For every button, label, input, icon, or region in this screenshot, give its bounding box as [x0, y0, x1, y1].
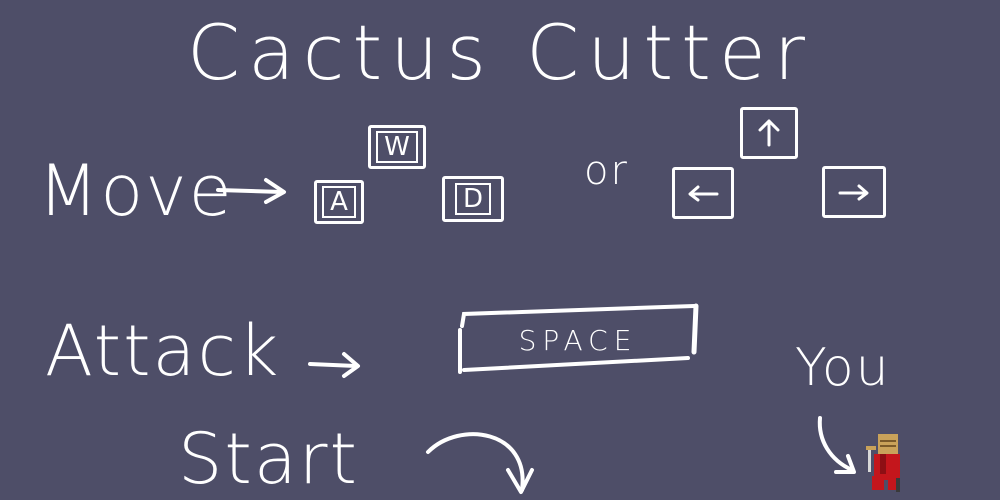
- arrow-left-icon: [688, 185, 719, 202]
- start-label: Start: [178, 418, 360, 500]
- arrow-up-icon: [758, 119, 780, 147]
- key-space[interactable]: SPACE: [518, 323, 638, 357]
- player-character-sprite[interactable]: [862, 432, 906, 494]
- key-d[interactable]: D: [442, 176, 504, 222]
- key-up[interactable]: [740, 107, 798, 159]
- key-left[interactable]: [672, 167, 734, 219]
- key-a[interactable]: A: [314, 180, 364, 224]
- attack-label: Attack: [45, 310, 281, 392]
- you-label: You: [795, 338, 891, 398]
- key-w[interactable]: W: [368, 125, 426, 169]
- game-title: Cactus Cutter: [187, 8, 813, 97]
- key-d-label: D: [454, 183, 492, 215]
- key-right[interactable]: [822, 166, 886, 218]
- key-a-label: A: [322, 186, 356, 218]
- move-label: Move: [38, 150, 234, 232]
- arrow-right-icon: [838, 184, 869, 201]
- key-w-label: W: [376, 131, 418, 163]
- or-label: or: [584, 148, 629, 194]
